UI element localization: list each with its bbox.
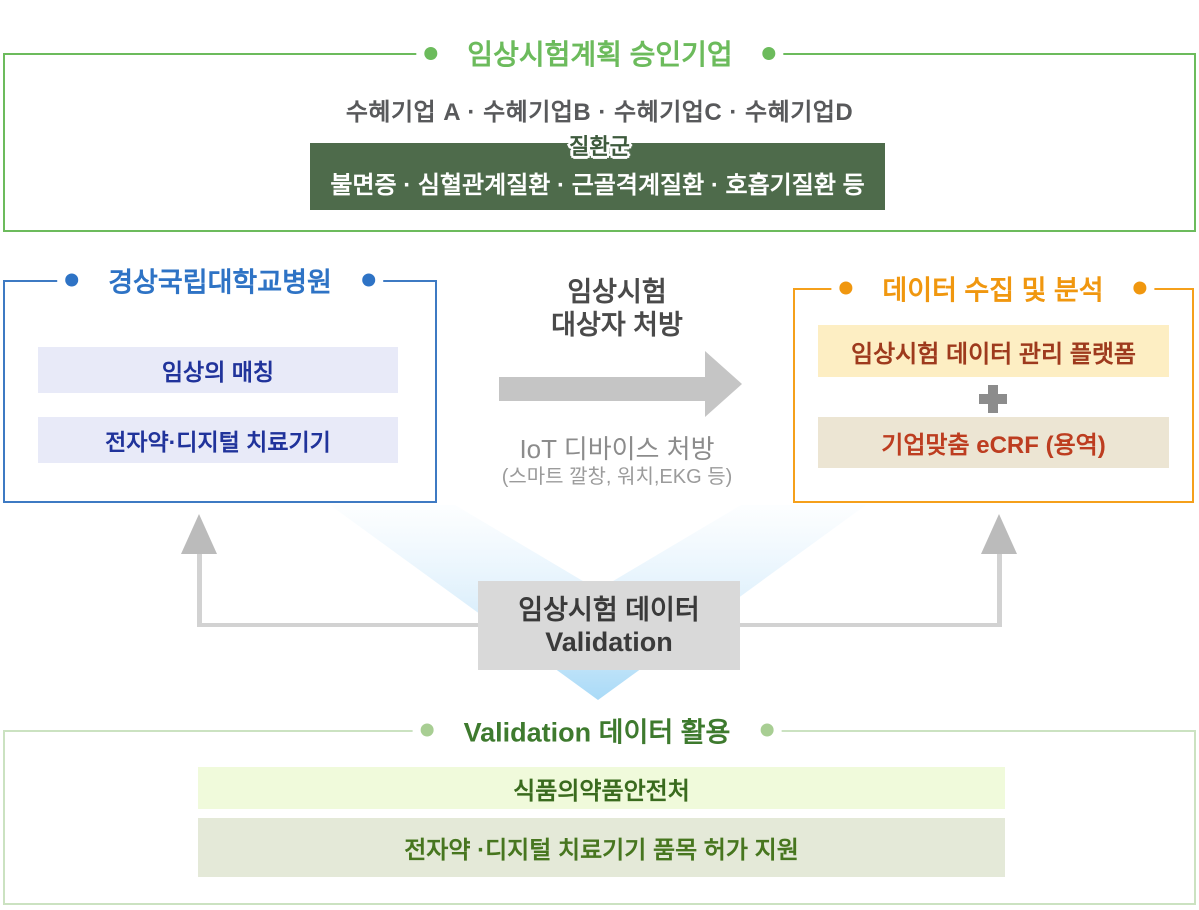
- hospital-title: 경상국립대학교병원: [57, 258, 383, 302]
- data-item-management-platform: 임상시험 데이터 관리 플랫폼: [818, 325, 1169, 377]
- validation-line2: Validation: [545, 626, 673, 657]
- disease-list-text: 불면증 · 심혈관계질환 · 근골격계질환 · 호흡기질환 등: [330, 172, 865, 199]
- item-label: 전자약 ·디지털 치료기기 품목 허가 지원: [404, 837, 799, 864]
- section-title-text: 데이터 수집 및 분석: [882, 275, 1104, 306]
- bottom-item-license-support: 전자약 ·디지털 치료기기 품목 허가 지원: [198, 818, 1005, 877]
- iot-device-prescription-label: IoT 디바이스 처방: [519, 434, 715, 464]
- bullet-dot: [424, 46, 438, 60]
- section-title-text: Validation 데이터 활용: [463, 717, 731, 748]
- disease-group-badge: 질환군: [569, 134, 630, 159]
- hospital-item-digital-therapeutics: 전자약·디지털 치료기기: [38, 417, 398, 463]
- item-label: 식품의약품안전처: [513, 777, 690, 805]
- bullet-dot: [839, 281, 853, 295]
- data-collection-title: 데이터 수집 및 분석: [831, 266, 1155, 310]
- section-title-text: 임상시험계획 승인기업: [467, 39, 733, 70]
- approved-companies-title: 임상시험계획 승인기업: [416, 31, 784, 75]
- iot-device-examples-label: (스마트 깔창, 워치,EKG 등): [501, 466, 733, 488]
- validation-line1: 임상시험 데이터: [518, 594, 700, 625]
- bullet-dot: [760, 723, 774, 737]
- bullet-dot: [361, 273, 375, 287]
- bullet-dot: [762, 46, 776, 60]
- item-label: 전자약·디지털 치료기기: [105, 429, 331, 455]
- arrow-up-icon: [181, 514, 217, 554]
- bullet-dot: [420, 723, 434, 737]
- disease-group-box: 불면증 · 심혈관계질환 · 근골격계질환 · 호흡기질환 등: [310, 143, 885, 210]
- arrow-right-icon: [499, 377, 705, 401]
- bullet-dot: [1133, 281, 1147, 295]
- trial-subject-prescription-label: 임상시험 대상자 처방: [467, 276, 767, 342]
- validation-box: 임상시험 데이터 Validation: [478, 581, 740, 670]
- validation-usage-title: Validation 데이터 활용: [412, 708, 782, 752]
- connector-line: [197, 551, 202, 627]
- connector-line: [997, 551, 1002, 627]
- bottom-item-mfds: 식품의약품안전처: [198, 767, 1005, 809]
- data-item-ecrf: 기업맞춤 eCRF (용역): [818, 417, 1169, 468]
- item-label: 기업맞춤 eCRF (용역): [881, 432, 1106, 459]
- label-line2: 대상자 처방: [551, 310, 683, 340]
- beneficiary-companies-text: 수혜기업 A · 수혜기업B · 수혜기업C · 수혜기업D: [345, 99, 854, 126]
- item-label: 임상의 매칭: [161, 359, 275, 385]
- plus-icon: [979, 385, 1007, 413]
- bullet-dot: [65, 273, 79, 287]
- arrow-up-icon: [981, 514, 1017, 554]
- label-line1: 임상시험: [567, 277, 667, 307]
- section-title-text: 경상국립대학교병원: [108, 267, 332, 298]
- item-label: 임상시험 데이터 관리 플랫폼: [851, 340, 1136, 368]
- arrow-right-icon: [705, 351, 742, 417]
- hospital-item-clinician-matching: 임상의 매칭: [38, 347, 398, 393]
